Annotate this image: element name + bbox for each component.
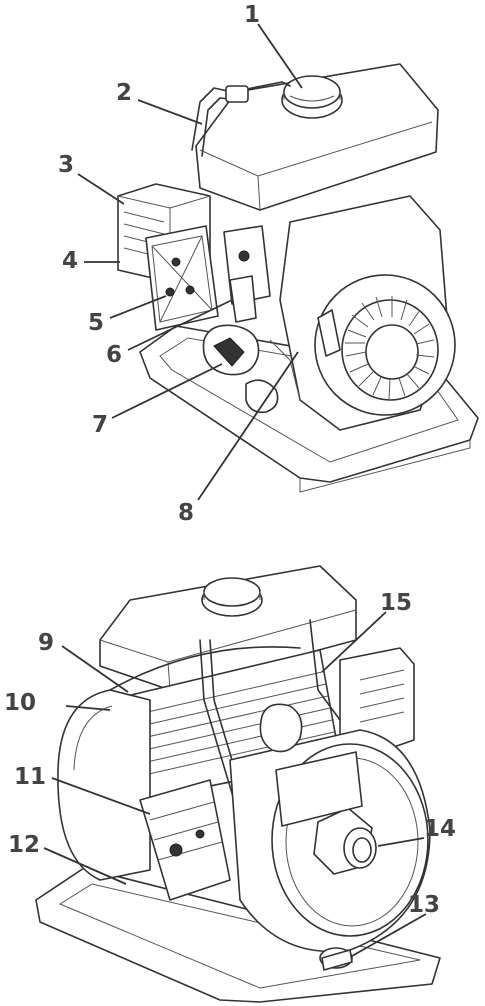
fuel-tank-rear (99, 565, 357, 691)
callout-2: 2 (116, 80, 132, 106)
callout-5: 5 (88, 310, 104, 336)
callout-7: 7 (92, 412, 108, 438)
callout-8: 8 (178, 500, 194, 526)
callout-10: 10 (4, 690, 36, 716)
callout-3: 3 (58, 152, 74, 178)
pump-body-lower (202, 324, 301, 414)
recoil-starter (314, 274, 456, 416)
pump-view-rear-right: 9 10 11 12 13 14 15 (4, 565, 456, 1003)
frame-handle-rear (199, 619, 341, 821)
drain-plug (319, 947, 353, 971)
callout-13: 13 (408, 892, 440, 918)
callout-12: 12 (8, 832, 40, 858)
callout-9: 9 (38, 630, 54, 656)
air-cleaner (145, 225, 219, 331)
callout-4: 4 (62, 248, 78, 274)
frame-handle (191, 81, 291, 151)
priming-filler (259, 703, 363, 827)
flywheel-housing (57, 689, 151, 881)
callout-14: 14 (424, 816, 456, 842)
callout-1: 1 (244, 2, 260, 28)
pump-view-front-left: 1 2 3 4 5 6 7 8 (58, 2, 479, 526)
fuel-tank (195, 63, 439, 211)
throttle-linkage (139, 779, 231, 901)
callout-6: 6 (106, 342, 122, 368)
carburetor (223, 225, 271, 323)
callout-11: 11 (14, 764, 46, 790)
callout-15: 15 (380, 590, 412, 616)
